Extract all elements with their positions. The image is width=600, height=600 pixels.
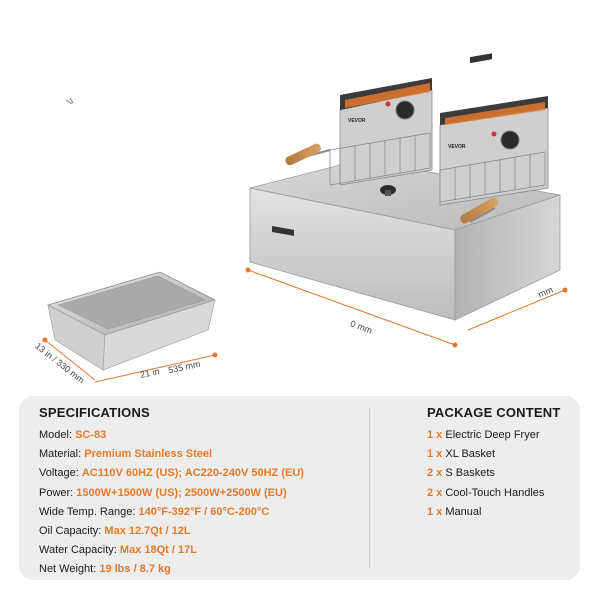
thermostat-knob-right (500, 130, 520, 150)
spec-row-net-weight: Net Weight: 19 lbs / 8.7 kg (39, 563, 171, 576)
section-divider (369, 408, 370, 568)
basket-left (329, 132, 431, 186)
package-content-section: PACKAGE CONTENT 1 x Electric Deep Fryer … (427, 405, 587, 522)
specifications-section: SPECIFICATIONS Model: SC-83 Material: Pr… (39, 405, 359, 580)
front-slot-left (272, 225, 294, 236)
spec-row-model: Model: SC-83 (39, 429, 107, 441)
package-item: 2 x S Baskets (427, 467, 495, 480)
thermostat-knob-left (395, 100, 415, 120)
spec-row-power: Power: 1500W+1500W (US); 2500W+2500W (EU… (39, 486, 287, 499)
cool-touch-handle-right (460, 197, 499, 224)
front-slot-right (470, 53, 492, 64)
cool-touch-handle-left (285, 143, 331, 166)
spare-oil-tank (46, 271, 217, 371)
fryer-side-face (454, 194, 561, 321)
package-item: 2 x Cool-Touch Handles (427, 486, 545, 499)
specifications-heading: SPECIFICATIONS (39, 405, 150, 420)
spec-row-temp-range: Wide Temp. Range: 140°F-392°F / 60°C-200… (39, 505, 270, 518)
brand-badge-left: VEVOR (348, 118, 366, 124)
spec-row-oil-capacity: Oil Capacity: Max 12.7Qt / 12L (39, 525, 191, 538)
product-photo: VEVOR VEVOR (42, 53, 568, 383)
brand-badge-right: VEVOR (448, 144, 466, 150)
dimension-lines (42, 267, 568, 383)
info-card: SPECIFICATIONS Model: SC-83 Material: Pr… (19, 396, 580, 580)
spec-row-water-capacity: Water Capacity: Max 18Qt / 17L (39, 544, 197, 557)
basket-right (439, 151, 546, 203)
package-item: 1 x Electric Deep Fryer (427, 429, 540, 441)
spec-row-material: Material: Premium Stainless Steel (39, 448, 213, 461)
corner-mark-icon (65, 97, 74, 105)
package-item: 1 x XL Basket (427, 448, 496, 461)
spec-row-voltage: Voltage: AC110V 60HZ (US); AC220-240V 50… (39, 467, 304, 480)
package-item: 1 x Manual (427, 505, 482, 518)
package-content-heading: PACKAGE CONTENT (427, 405, 561, 420)
